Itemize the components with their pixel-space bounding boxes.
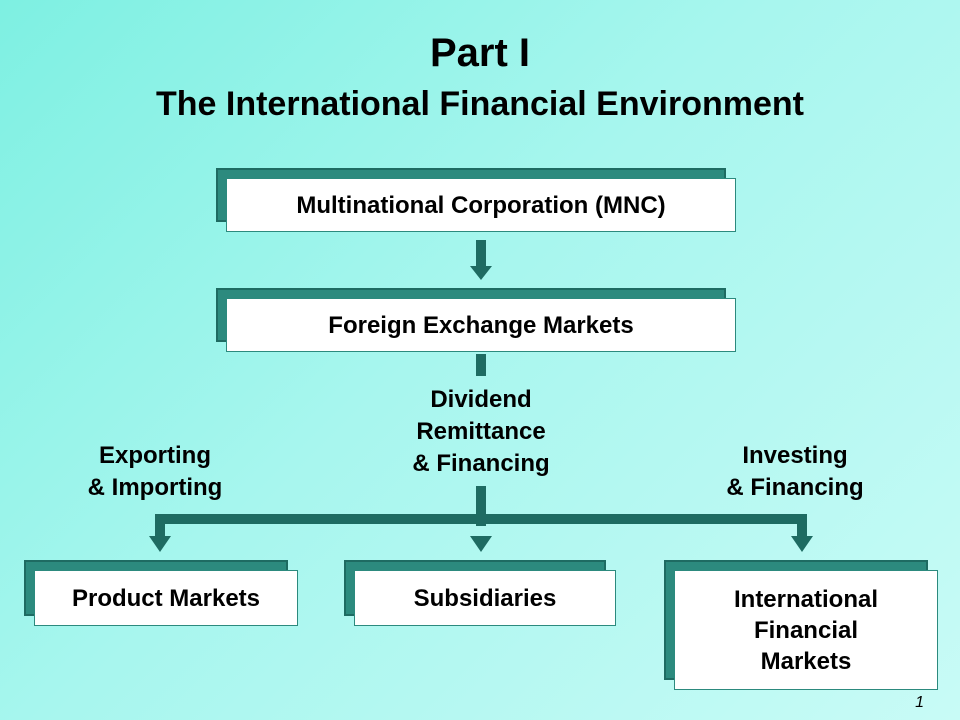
arrowhead-right xyxy=(791,536,813,552)
edge-label-right: Investing & Financing xyxy=(726,442,864,501)
connector-left-drop xyxy=(155,514,165,540)
node-subsidiaries: Subsidiaries xyxy=(344,560,616,626)
connector-horizontal-bar xyxy=(155,514,807,524)
slide-subtitle: The International Financial Environment xyxy=(156,85,804,123)
arrowhead-center xyxy=(470,536,492,552)
arrowhead-fx xyxy=(470,266,492,280)
arrowhead-left xyxy=(149,536,171,552)
edge-label-left: Exporting & Importing xyxy=(87,442,223,501)
slide-title: Part I xyxy=(429,31,531,75)
node-ifm: International Financial Markets xyxy=(664,560,938,690)
connector-fx-stem xyxy=(476,354,486,376)
connector-mnc-fx xyxy=(476,240,486,268)
node-subsidiaries-label: Subsidiaries xyxy=(354,570,616,626)
node-ifm-label: International Financial Markets xyxy=(674,570,938,690)
node-mnc-label: Multinational Corporation (MNC) xyxy=(226,178,736,232)
page-number: 1 xyxy=(915,694,924,711)
connector-center-stem xyxy=(476,486,486,526)
node-product-label: Product Markets xyxy=(34,570,298,626)
edge-label-center: Dividend Remittance & Financing xyxy=(412,386,550,477)
connector-right-drop xyxy=(797,514,807,540)
node-product-markets: Product Markets xyxy=(24,560,298,626)
node-mnc: Multinational Corporation (MNC) xyxy=(216,168,736,232)
node-fx: Foreign Exchange Markets xyxy=(216,288,736,352)
node-fx-label: Foreign Exchange Markets xyxy=(226,298,736,352)
